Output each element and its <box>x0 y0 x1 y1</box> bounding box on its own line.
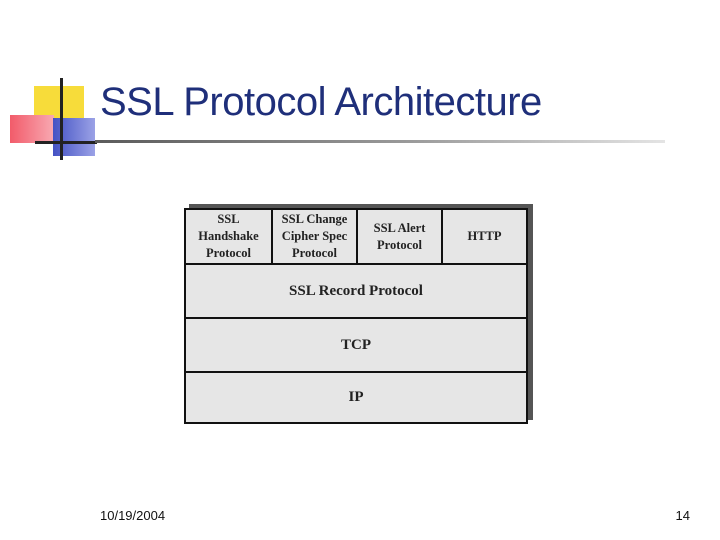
page-number: 14 <box>675 508 690 523</box>
ssl-alert-protocol-box: SSL Alert Protocol <box>358 210 443 263</box>
slide-title: SSL Protocol Architecture <box>100 80 542 124</box>
footer-date: 10/19/2004 <box>100 508 166 523</box>
logo-red-square <box>10 115 54 143</box>
ssl-change-cipher-spec-box: SSL Change Cipher Spec Protocol <box>273 210 358 263</box>
slide-logo <box>0 0 110 170</box>
title-underline <box>95 140 665 143</box>
ssl-record-protocol-layer: SSL Record Protocol <box>186 265 526 319</box>
http-box: HTTP <box>467 229 502 243</box>
application-layer-row: SSL Handshake Protocol SSL Change Cipher… <box>186 210 526 265</box>
logo-vertical-line <box>60 78 63 160</box>
tcp-layer: TCP <box>186 319 526 373</box>
ip-layer: IP <box>348 389 364 405</box>
ssl-handshake-protocol-box: SSL Handshake Protocol <box>186 210 273 263</box>
protocol-stack-diagram: SSL Handshake Protocol SSL Change Cipher… <box>184 208 528 424</box>
logo-horizontal-line <box>35 141 97 144</box>
